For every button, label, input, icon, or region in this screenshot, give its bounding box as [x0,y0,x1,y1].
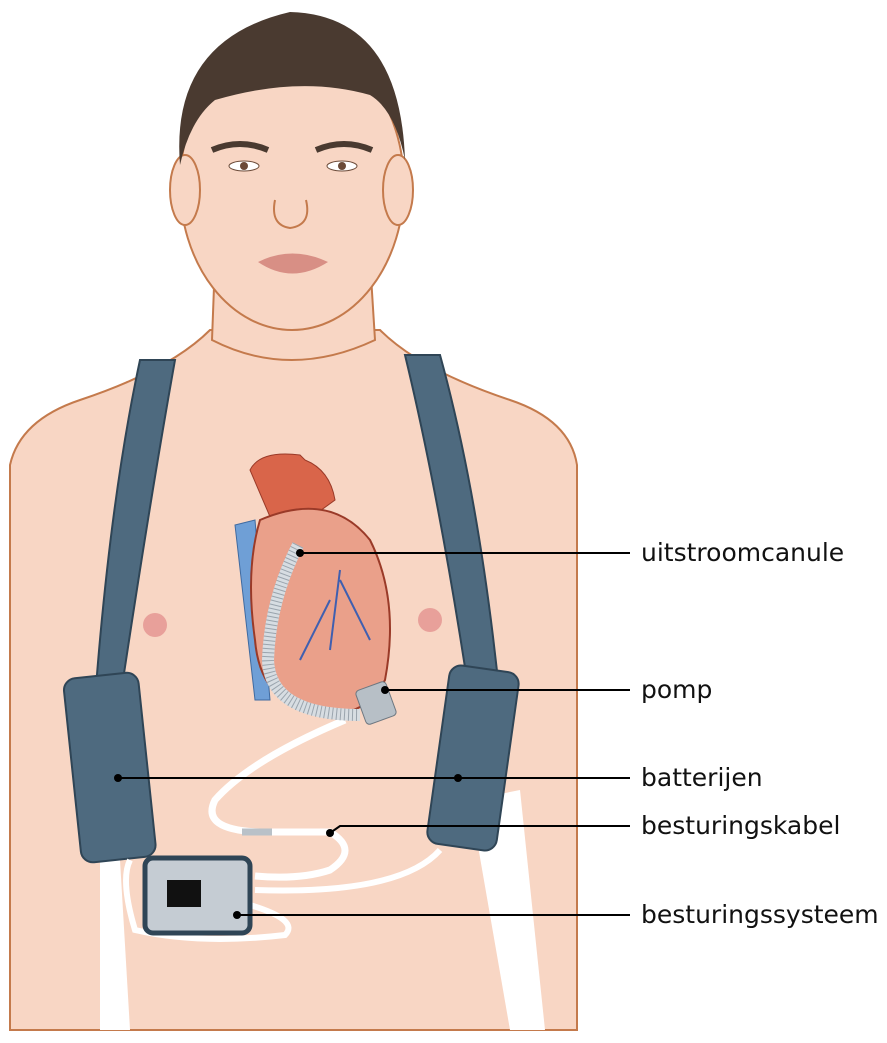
lips [258,253,328,274]
brow-right [314,141,374,153]
coronary-vessels [299,569,371,661]
nipple-left [143,613,167,637]
nipple-right [418,608,442,632]
battery-cable [254,847,443,894]
controller-display [167,880,201,907]
outflow-cannula [261,542,361,721]
label-controller: besturingssysteem [641,900,879,929]
belt-strip [100,830,130,1030]
leader-lines [118,552,630,916]
ear-right [382,154,414,226]
battery-left [62,671,157,864]
label-batteries: batterijen [641,763,763,792]
pupil-left [240,162,248,170]
label-outflow-cannula: uitstroomcanule [641,538,845,567]
nose [273,199,309,230]
label-driveline: besturingskabel [641,811,841,840]
brow-left [210,141,270,153]
ear-left [169,154,201,226]
hair [179,12,405,165]
pupil-right [338,162,346,170]
battery-right [426,664,520,852]
leader-dots [114,549,462,919]
battery-cable [123,858,292,942]
label-pump: pomp [641,675,713,704]
